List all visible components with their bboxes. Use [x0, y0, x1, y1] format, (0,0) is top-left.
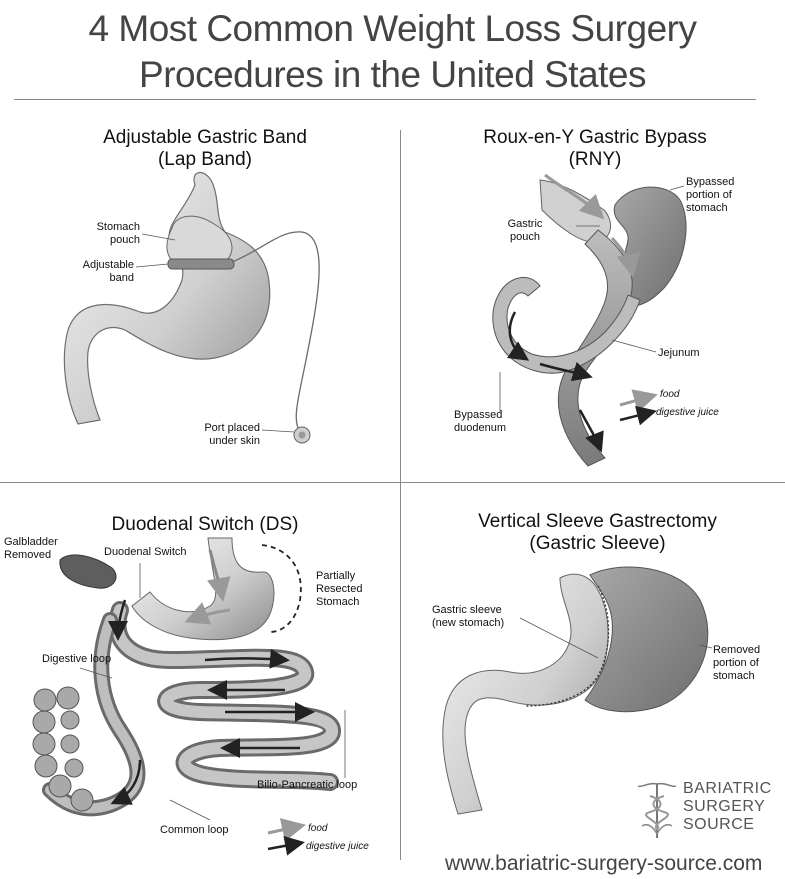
label-duodenal-switch: Duodenal Switch [104, 546, 204, 559]
legend-digestive-rny: digestive juice [656, 406, 746, 419]
label-port-line2: under skin [180, 435, 260, 448]
label-gastric-pouch-line2: pouch [490, 231, 560, 244]
label-partially-resected-line1: Partially [316, 570, 386, 583]
rny-title-line2: (RNY) [430, 149, 760, 171]
legend-digestive-ds: digestive juice [306, 840, 396, 853]
legend-food-rny: food [660, 388, 720, 401]
label-bypassed-duodenum-line2: duodenum [454, 422, 534, 435]
label-bypassed-duodenum: Bypassed duodenum [454, 409, 534, 435]
sleeve-title-line2: (Gastric Sleeve) [425, 533, 770, 555]
lap-band-band [168, 259, 234, 269]
label-bypassed-duodenum-line1: Bypassed [454, 409, 534, 422]
brand-logo-line3: SOURCE [683, 816, 772, 834]
label-jejunum-text: Jejunum [658, 347, 728, 360]
label-common-loop-text: Common loop [160, 824, 250, 837]
label-bilio-pancreatic-loop-text: Bilio-Pancreatic loop [257, 779, 397, 792]
label-removed-portion-line3: stomach [713, 670, 783, 683]
caduceus-logo-icon [634, 778, 680, 842]
label-gallbladder-line1: Galbladder [4, 536, 74, 549]
ds-title-line1: Duodenal Switch (DS) [40, 514, 370, 536]
label-partially-resected-line2: Resected [316, 583, 386, 596]
label-gastric-sleeve-line1: Gastric sleeve [432, 604, 522, 617]
label-adjustable-band-line2: band [50, 272, 134, 285]
lap-band-title: Adjustable Gastric Band (Lap Band) [40, 127, 370, 171]
rny-title-line1: Roux-en-Y Gastric Bypass [430, 127, 760, 149]
label-adjustable-band: Adjustable band [50, 259, 134, 285]
label-stomach-pouch: Stomach pouch [60, 221, 140, 247]
label-partially-resected-line3: Stomach [316, 596, 386, 609]
brand-logo-line2: SURGERY [683, 798, 772, 816]
label-gallbladder-line2: Removed [4, 549, 74, 562]
label-bypassed-stomach: Bypassed portion of stomach [686, 176, 766, 215]
label-removed-portion: Removed portion of stomach [713, 644, 783, 683]
label-gallbladder: Galbladder Removed [4, 536, 74, 562]
source-url: www.bariatric-surgery-source.com [445, 852, 762, 876]
label-common-loop: Common loop [160, 824, 250, 837]
brand-logo-line1: BARIATRIC [683, 780, 772, 798]
label-duodenal-switch-text: Duodenal Switch [104, 546, 204, 559]
label-stomach-pouch-line2: pouch [60, 234, 140, 247]
brand-logo-text: BARIATRIC SURGERY SOURCE [683, 780, 772, 834]
sleeve-title: Vertical Sleeve Gastrectomy (Gastric Sle… [425, 511, 770, 555]
label-bypassed-stomach-line2: portion of [686, 189, 766, 202]
label-stomach-pouch-line1: Stomach [60, 221, 140, 234]
label-partially-resected: Partially Resected Stomach [316, 570, 386, 609]
label-jejunum: Jejunum [658, 347, 728, 360]
lap-band-stomach [64, 173, 269, 424]
label-bilio-pancreatic-loop: Bilio-Pancreatic loop [257, 779, 397, 792]
label-digestive-loop-text: Digestive loop [42, 653, 142, 666]
rny-title: Roux-en-Y Gastric Bypass (RNY) [430, 127, 760, 171]
lap-band-title-line1: Adjustable Gastric Band [40, 127, 370, 149]
ds-illustration [33, 538, 345, 849]
lap-band-illustration [64, 173, 319, 443]
ds-title: Duodenal Switch (DS) [40, 514, 370, 536]
label-removed-portion-line1: Removed [713, 644, 783, 657]
label-adjustable-band-line1: Adjustable [50, 259, 134, 272]
label-bypassed-stomach-line1: Bypassed [686, 176, 766, 189]
label-gastric-sleeve: Gastric sleeve (new stomach) [432, 604, 522, 630]
label-gastric-sleeve-line2: (new stomach) [432, 617, 522, 630]
sleeve-title-line1: Vertical Sleeve Gastrectomy [425, 511, 770, 533]
label-bypassed-stomach-line3: stomach [686, 202, 766, 215]
label-gastric-pouch-line1: Gastric [490, 218, 560, 231]
label-port-line1: Port placed [180, 422, 260, 435]
legend-food-ds: food [308, 822, 368, 835]
label-gastric-pouch: Gastric pouch [490, 218, 560, 244]
label-removed-portion-line2: portion of [713, 657, 783, 670]
lap-band-title-line2: (Lap Band) [40, 149, 370, 171]
label-digestive-loop: Digestive loop [42, 653, 142, 666]
ds-colon [33, 687, 93, 811]
label-port: Port placed under skin [180, 422, 260, 448]
